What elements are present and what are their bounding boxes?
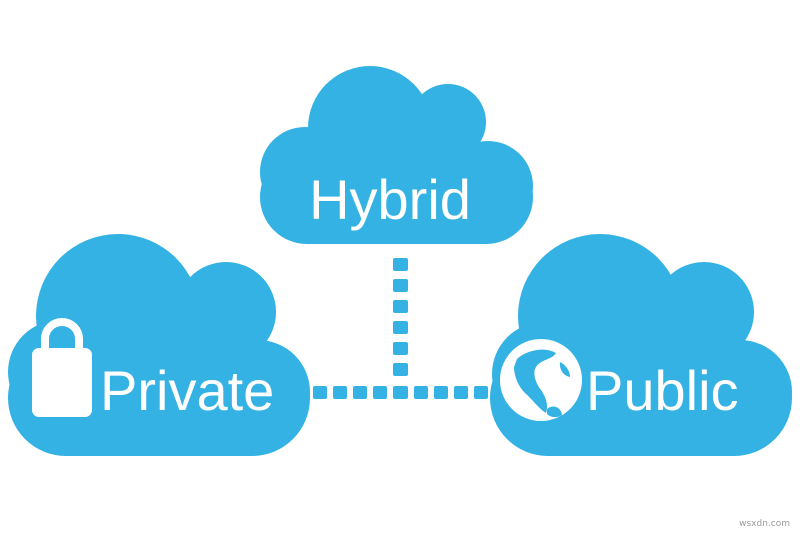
public-label: Public (586, 359, 739, 422)
connector-dot (333, 386, 347, 399)
dotted-connector (313, 258, 488, 399)
connector-dot (393, 386, 408, 399)
hybrid-cloud: Hybrid (260, 66, 533, 244)
connector-dot (373, 386, 387, 399)
connector-dot (454, 386, 468, 399)
public-cloud: Public (490, 234, 792, 456)
private-cloud: Private (8, 234, 310, 456)
connector-dot (393, 258, 408, 271)
connector-dot (393, 363, 408, 376)
connector-dot (313, 386, 327, 399)
connector-dot (474, 386, 488, 399)
connector-dot (393, 342, 408, 355)
private-label: Private (100, 359, 274, 422)
connector-dot (393, 279, 408, 292)
hybrid-label: Hybrid (309, 168, 471, 231)
connector-dot (393, 300, 408, 313)
connector-dot (353, 386, 367, 399)
globe-icon (500, 339, 582, 421)
hybrid-cloud-shape (260, 66, 533, 244)
connector-dot (393, 321, 408, 334)
lock-icon (32, 318, 92, 417)
private-cloud-shape (8, 234, 310, 456)
watermark: wsxdn.com (739, 519, 790, 529)
connector-dot (414, 386, 428, 399)
connector-dot (434, 386, 448, 399)
